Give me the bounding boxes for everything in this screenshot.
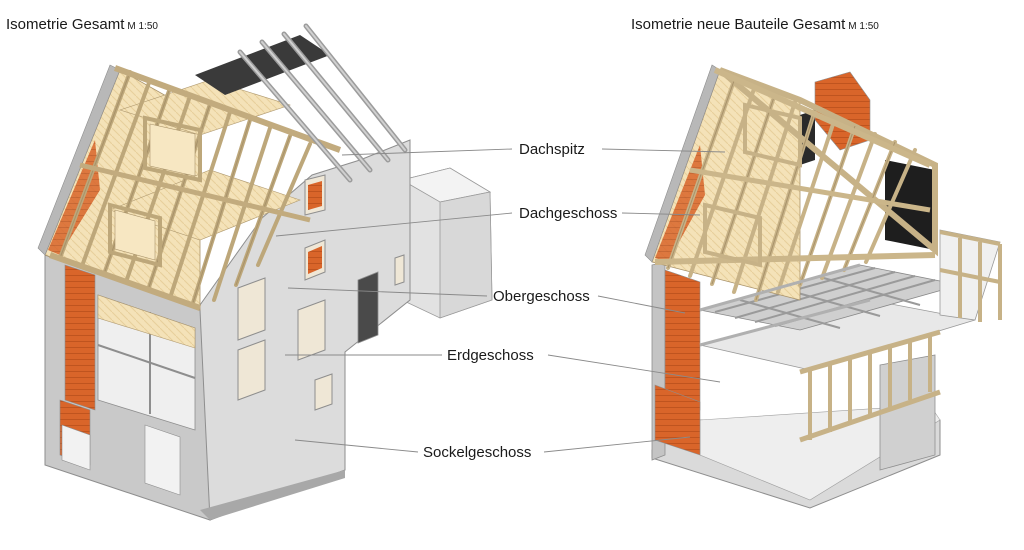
isometry-right xyxy=(644,64,1002,509)
title-left-text: Isometrie Gesamt xyxy=(6,16,125,33)
label-obergeschoss: Obergeschoss xyxy=(493,288,590,305)
floor-labels: Dachspitz Dachgeschoss Obergeschoss Erdg… xyxy=(423,141,617,461)
title-left-scale: M 1:50 xyxy=(127,21,158,32)
label-dachspitz: Dachspitz xyxy=(519,141,585,158)
title-right-text: Isometrie neue Bauteile Gesamt xyxy=(631,16,846,33)
leader-lines xyxy=(275,148,726,453)
label-erdgeschoss: Erdgeschoss xyxy=(447,347,534,364)
label-sockelgeschoss: Sockelgeschoss xyxy=(423,444,531,461)
title-right-scale: M 1:50 xyxy=(848,21,879,32)
label-dachgeschoss: Dachgeschoss xyxy=(519,205,617,222)
isometry-left xyxy=(37,23,493,521)
